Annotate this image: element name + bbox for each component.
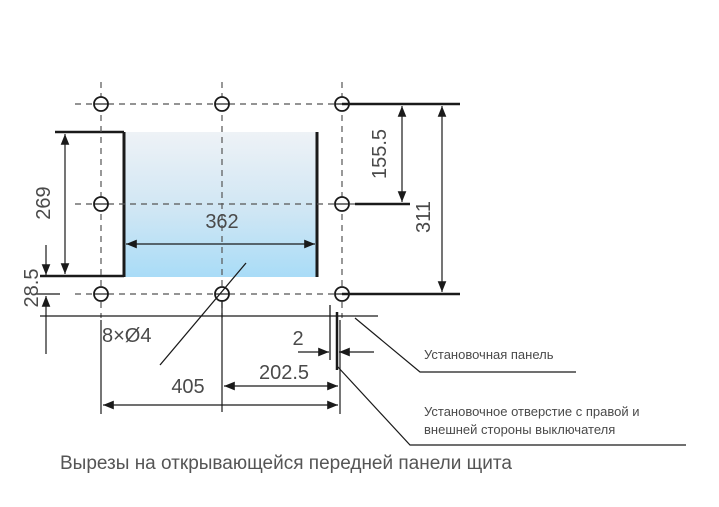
hole-leader-line — [159, 262, 247, 366]
dim-label-202-5: 202.5 — [259, 362, 309, 384]
holes-label: 8×Ø4 — [102, 325, 151, 347]
note-leader-hole — [336, 365, 686, 446]
note-mounting-hole-1: Установочное отверстие с правой и — [424, 404, 639, 419]
dim-label-311: 311 — [413, 201, 435, 233]
dim-label-2: 2 — [292, 328, 303, 350]
figure-caption: Вырезы на открывающейся передней панели … — [60, 453, 512, 474]
hole-grid-dashed — [75, 82, 372, 318]
dim-label-362: 362 — [205, 211, 238, 233]
note-mounting-panel: Установочная панель — [424, 347, 554, 362]
dim-label-405: 405 — [171, 376, 204, 398]
note-leader-panel — [354, 317, 576, 373]
dim-label-155-5: 155.5 — [369, 129, 391, 179]
dim-label-269: 269 — [33, 186, 55, 219]
dim-label-28-5: 28.5 — [21, 269, 43, 308]
note-mounting-hole-2: внешней стороны выключателя — [424, 422, 615, 437]
